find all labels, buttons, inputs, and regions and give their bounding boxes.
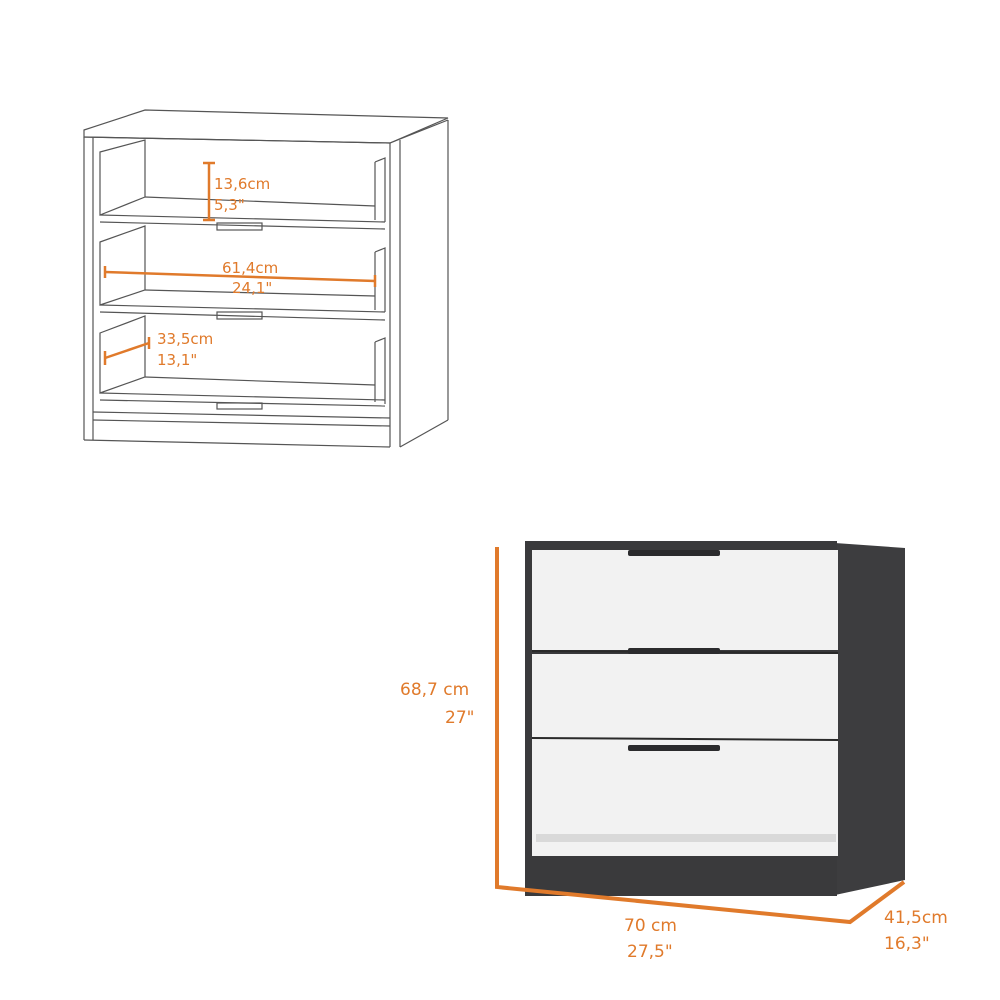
width-cm: 70 cm — [624, 916, 677, 936]
height-cm: 68,7 cm — [400, 680, 470, 700]
drawer-width-in: 24,1" — [232, 279, 273, 297]
drawer-depth-in: 13,1" — [157, 351, 198, 369]
drawer-depth-cm: 33,5cm — [157, 330, 214, 348]
drawer-height-in: 5,3" — [214, 196, 245, 214]
drawer-height-cm: 13,6cm — [214, 175, 271, 193]
width-in: 27,5" — [627, 942, 673, 962]
depth-cm: 41,5cm — [884, 908, 948, 928]
height-in: 27" — [445, 708, 475, 728]
depth-in: 16,3" — [884, 934, 930, 954]
drawer-width-cm: 61,4cm — [222, 259, 279, 277]
